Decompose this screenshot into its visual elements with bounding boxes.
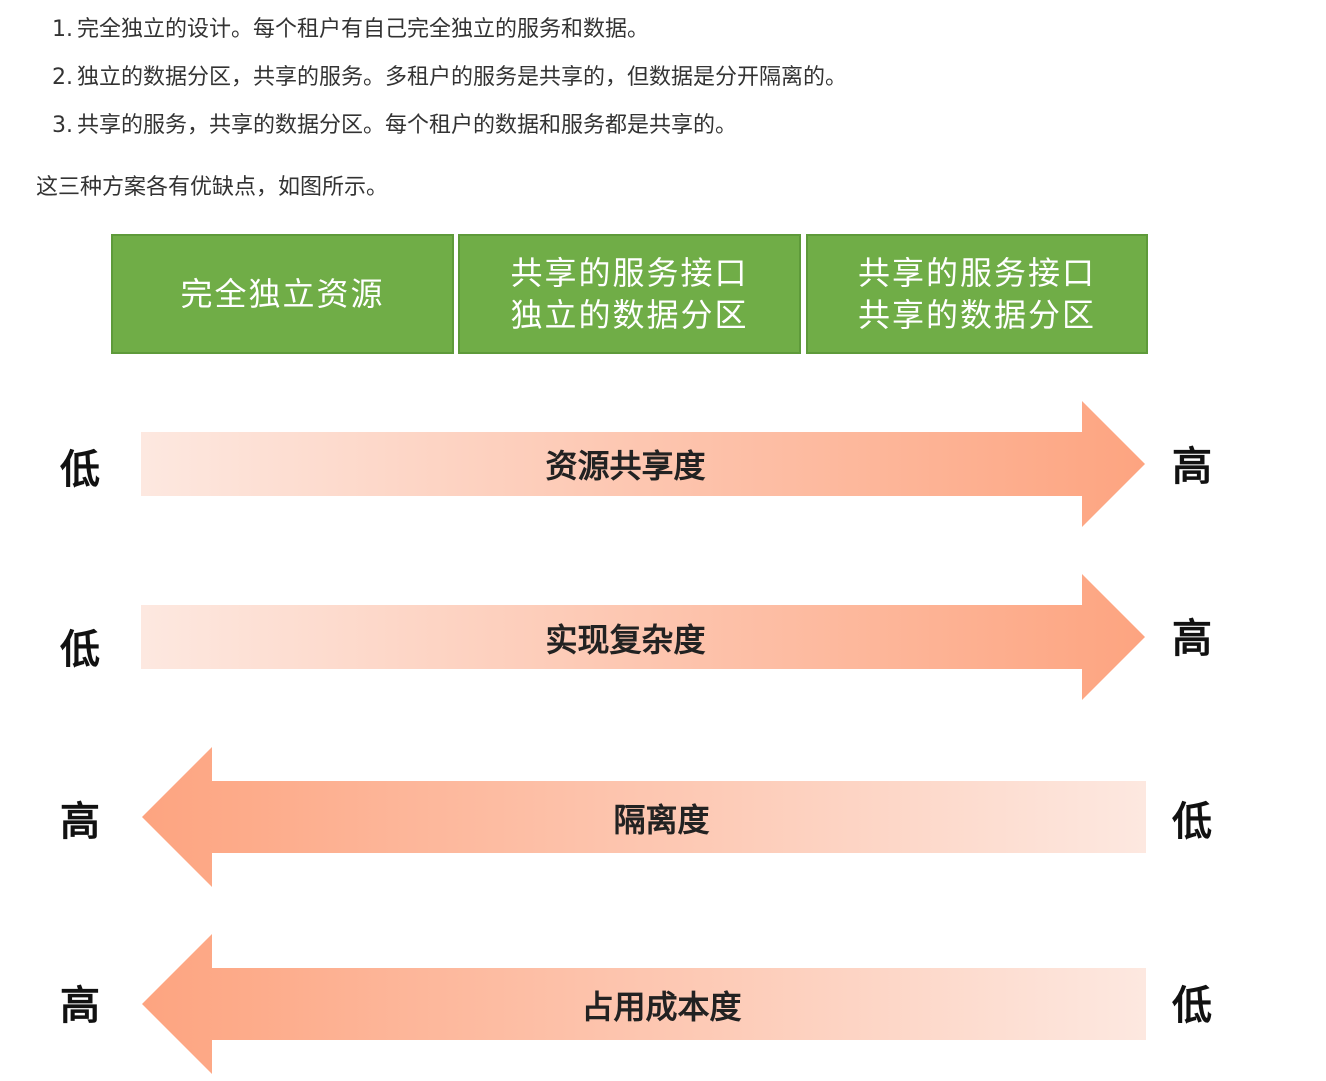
box-shared-service-shared-data: 共享的服务接口 共享的数据分区 — [806, 234, 1148, 354]
box-line-1: 共享的服务接口 — [857, 254, 1096, 292]
list-item: 1.完全独立的设计。每个租户有自己完全独立的服务和数据。 — [52, 6, 847, 54]
box-independent-resources: 完全独立资源 — [111, 234, 454, 354]
intro-paragraph: 这三种方案各有优缺点，如图所示。 — [36, 175, 389, 200]
row-3-left-level: 高 — [60, 799, 100, 845]
arrow-label-cost: 占用成本度 — [581, 988, 742, 1026]
scheme-list: 1.完全独立的设计。每个租户有自己完全独立的服务和数据。 2.独立的数据分区，共… — [52, 6, 847, 150]
box-shared-service-independent-data: 共享的服务接口 独立的数据分区 — [458, 234, 801, 354]
row-2-right-level: 高 — [1172, 616, 1212, 662]
list-text: 共享的服务，共享的数据分区。每个租户的数据和服务都是共享的。 — [77, 113, 738, 138]
row-1-right-level: 高 — [1172, 444, 1212, 490]
box-line-2: 独立的数据分区 — [510, 296, 749, 334]
box-line-2: 共享的数据分区 — [857, 296, 1096, 334]
box-line-1: 共享的服务接口 — [510, 254, 749, 292]
arrow-label-implementation-complexity: 实现复杂度 — [545, 621, 706, 659]
list-item: 3.共享的服务，共享的数据分区。每个租户的数据和服务都是共享的。 — [52, 102, 847, 150]
list-number: 1. — [52, 17, 73, 42]
list-number: 3. — [52, 113, 73, 138]
list-text: 独立的数据分区，共享的服务。多租户的服务是共享的，但数据是分开隔离的。 — [77, 65, 848, 90]
row-1-left-level: 低 — [60, 447, 100, 493]
arrow-label-isolation: 隔离度 — [613, 801, 710, 839]
list-item: 2.独立的数据分区，共享的服务。多租户的服务是共享的，但数据是分开隔离的。 — [52, 54, 847, 102]
box-line-1: 完全独立资源 — [180, 275, 385, 313]
row-4-right-level: 低 — [1172, 983, 1212, 1029]
list-number: 2. — [52, 65, 73, 90]
list-text: 完全独立的设计。每个租户有自己完全独立的服务和数据。 — [77, 17, 650, 42]
row-4-left-level: 高 — [60, 983, 100, 1029]
row-3-right-level: 低 — [1172, 799, 1212, 845]
row-2-left-level: 低 — [60, 627, 100, 673]
arrow-label-resource-sharing: 资源共享度 — [545, 447, 706, 485]
